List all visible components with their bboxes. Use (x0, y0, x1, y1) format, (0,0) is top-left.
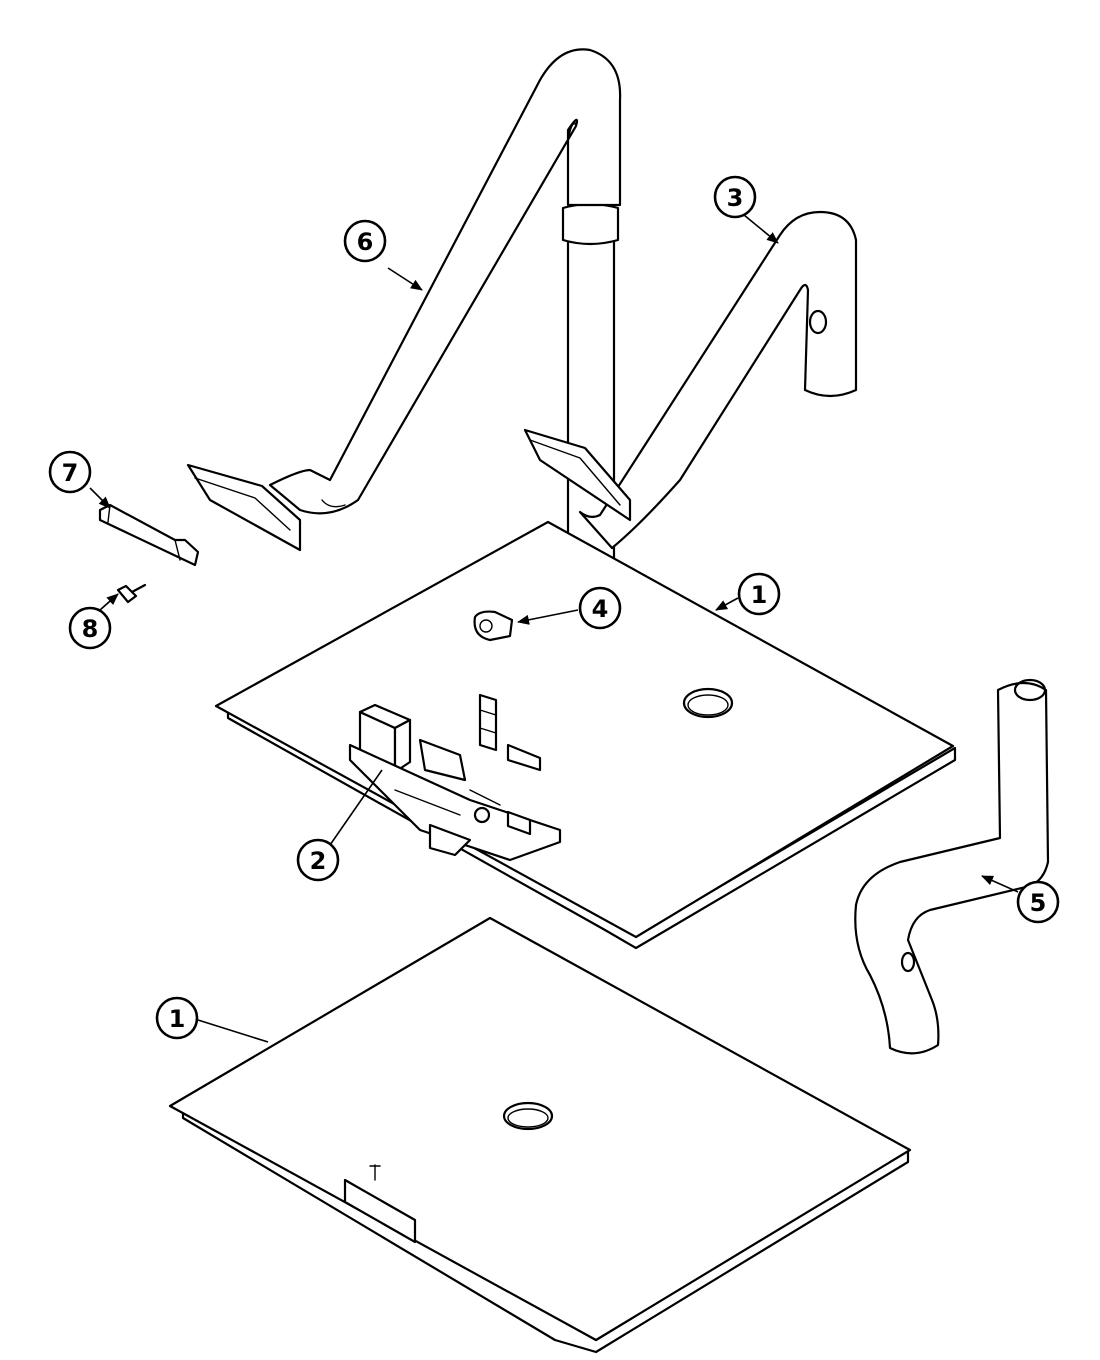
control-board-part-2 (348, 693, 562, 862)
callout-8-text: 8 (82, 615, 99, 643)
callout-1-lower: 1 (155, 996, 199, 1040)
hose-part-3 (523, 210, 858, 550)
callout-4: 4 (578, 586, 622, 630)
lower-plate (168, 916, 912, 1354)
clip-part-7 (98, 503, 200, 567)
callout-6: 6 (343, 219, 387, 263)
leader-lines (89, 214, 1019, 1043)
callout-2-text: 2 (310, 847, 327, 875)
hose-part-5 (854, 678, 1050, 1055)
callout-7-text: 7 (62, 459, 79, 487)
screw-part-8 (116, 583, 147, 604)
callout-1-lower-text: 1 (169, 1005, 186, 1033)
callout-3-text: 3 (727, 184, 744, 212)
callout-7: 7 (48, 450, 92, 494)
callout-1-upper-text: 1 (751, 581, 768, 609)
callout-5: 5 (1016, 880, 1060, 924)
callout-1-upper: 1 (737, 572, 781, 616)
callout-2: 2 (296, 838, 340, 882)
callout-8: 8 (68, 606, 112, 650)
switch-part-4 (473, 610, 514, 642)
callout-5-text: 5 (1030, 889, 1047, 917)
callout-6-text: 6 (357, 228, 374, 256)
hose-part-6 (186, 48, 622, 552)
upper-plate (214, 520, 957, 950)
callout-3: 3 (713, 175, 757, 219)
callout-4-text: 4 (592, 595, 609, 623)
